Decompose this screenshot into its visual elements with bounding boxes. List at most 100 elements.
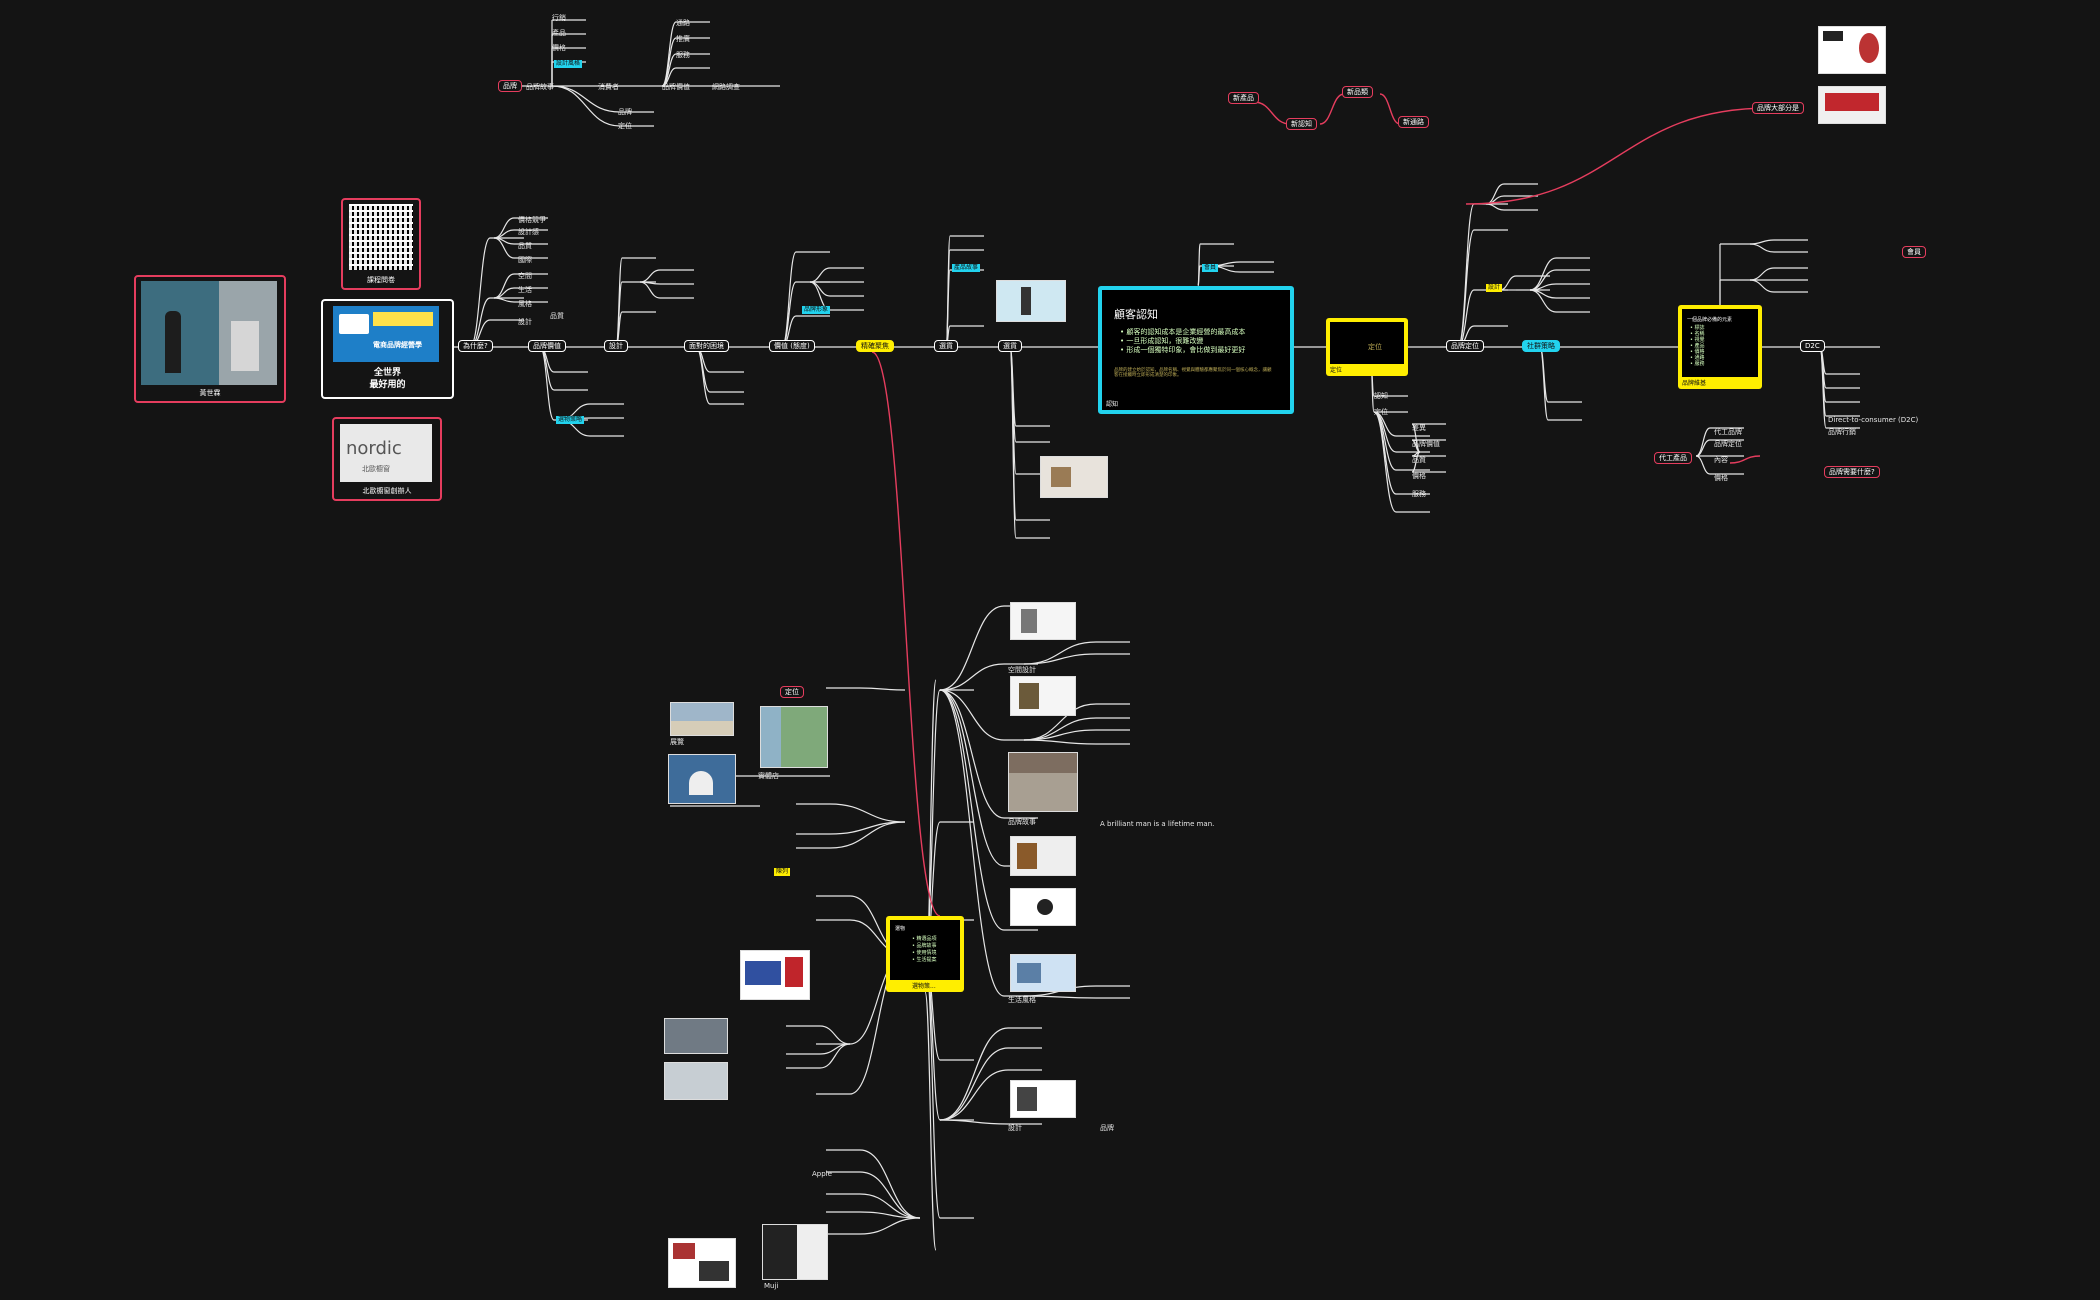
branch-line	[639, 269, 661, 283]
node-why[interactable]: 為什麼?	[458, 340, 493, 352]
branch-line	[1253, 101, 1291, 125]
book-banner-text: 電商品牌經營學	[373, 341, 422, 349]
branch-line	[1529, 257, 1557, 291]
branch-line	[1485, 183, 1505, 205]
wiki-line: 一個品牌必備的元素	[1687, 317, 1733, 323]
branch-line	[939, 1069, 1009, 1121]
tag-design[interactable]: 設計	[1486, 284, 1503, 292]
label: 價格	[1714, 474, 1728, 482]
speaker-caption: 黃世霖	[199, 389, 221, 397]
node-pos[interactable]: 品牌定位	[1446, 340, 1484, 352]
wiki-line: • 通路	[1690, 355, 1705, 361]
tag-member[interactable]: 會員	[1202, 264, 1219, 272]
branch-line	[1695, 427, 1711, 457]
positioning-box[interactable]: 定位 定位	[1326, 318, 1408, 376]
node-ecom[interactable]: 面對的困境	[684, 340, 729, 352]
branch-line	[809, 267, 831, 283]
label: 品牌故事	[1008, 818, 1036, 826]
tag-curation-strategy[interactable]: 選物策略	[556, 416, 585, 424]
label: 差異	[1412, 424, 1426, 432]
tag-display[interactable]: 陳列	[774, 868, 791, 876]
book-card[interactable]: 電商品牌經營學 全世界 最好用的	[321, 299, 454, 399]
rel-new-cognition[interactable]: 新認知	[1286, 118, 1317, 130]
speaker-photo	[141, 281, 277, 385]
branch-line	[551, 85, 621, 127]
branch-line	[859, 1217, 921, 1235]
photo-left-5	[664, 1062, 728, 1100]
photo-bottom-2	[1010, 676, 1076, 716]
branch-line	[939, 663, 1005, 691]
qr-caption: 課程問卷	[367, 276, 395, 284]
branch-line	[924, 954, 941, 1219]
rel-new-channel[interactable]: 新通路	[1398, 116, 1429, 128]
curation-line: • 使用情境	[912, 950, 937, 956]
branch-line	[1373, 411, 1397, 453]
label: 生活	[518, 286, 532, 294]
branch-line	[1373, 411, 1397, 513]
node-d2c[interactable]: D2C	[1800, 340, 1825, 352]
brand-wiki-box[interactable]: 一個品牌必備的元素 • 標誌 • 名稱 • 視覺 • 產品 • 價格 • 通路 …	[1678, 305, 1762, 389]
rel-top-left[interactable]: 品牌	[498, 80, 522, 92]
nordic-logo: nordic	[346, 438, 402, 459]
branch-line	[493, 297, 515, 303]
cognition-bullet: • 顧客的認知成本是企業經營的最高成本	[1120, 328, 1246, 336]
branch-line	[939, 689, 1005, 741]
branch-line	[1023, 995, 1097, 999]
rel-new-product[interactable]: 新產品	[1228, 92, 1259, 104]
branch-line	[1695, 455, 1711, 475]
label: 價格	[1412, 472, 1426, 480]
rel-bottom-tag[interactable]: 定位	[780, 686, 804, 698]
photo-bottom-7	[1010, 1080, 1076, 1118]
wiki-line: • 產品	[1690, 343, 1705, 349]
curation-box[interactable]: 選物 • 精選品項 • 品牌故事 • 使用情境 • 生活提案 選物策...	[886, 916, 964, 992]
node-shop[interactable]: 選貨	[934, 340, 958, 352]
branch-line	[809, 281, 831, 297]
branch-line	[829, 821, 906, 849]
label: 網路調查	[712, 83, 740, 91]
rel-craft[interactable]: 代工產品	[1654, 452, 1692, 464]
customer-cognition-card[interactable]: 顧客認知 • 顧客的認知成本是企業經營的最高成本 • 一旦形成認知，很難改變 •…	[1098, 286, 1294, 414]
node-curation[interactable]: 選貨	[998, 340, 1022, 352]
branch-line	[924, 991, 937, 1251]
label: 價格競爭	[518, 216, 546, 224]
tag-design-style[interactable]: 設計風格	[554, 60, 583, 68]
branch-line	[661, 37, 677, 87]
node-social[interactable]: 社群策略	[1522, 340, 1560, 352]
tag-product-story[interactable]: 產品故事	[952, 264, 981, 272]
rel-question[interactable]: 品牌需要什麼?	[1824, 466, 1880, 478]
label: Muji	[764, 1282, 779, 1290]
node-brand[interactable]: 品牌價值	[528, 340, 566, 352]
photo-left-4	[664, 1018, 728, 1054]
photo-top-right-2	[1818, 86, 1886, 124]
tag-brand-image[interactable]: 品牌形象	[802, 306, 831, 314]
branch-line	[493, 237, 515, 259]
nordic-logo-box: nordic 北歐櫥窗	[340, 424, 432, 482]
rel-new-category[interactable]: 新品類	[1342, 86, 1373, 98]
label: Direct-to-consumer (D2C)	[1828, 416, 1919, 424]
label: 品牌	[618, 108, 632, 116]
nordic-sub: 北歐櫥窗	[362, 465, 390, 473]
customer-cognition-title: 顧客認知	[1114, 308, 1158, 321]
rel-partner[interactable]: 品牌大部分是	[1752, 102, 1804, 114]
cognition-footer: 認知	[1106, 401, 1119, 408]
qr-code-finder	[349, 204, 413, 270]
branch-line	[1023, 641, 1097, 665]
node-design[interactable]: 設計	[604, 340, 628, 352]
node-culture[interactable]: 價值 (態度)	[769, 340, 815, 352]
rel-member[interactable]: 會員	[1902, 246, 1926, 258]
branch-line	[871, 351, 941, 917]
label: 品牌故事	[526, 83, 554, 91]
nordic-card[interactable]: nordic 北歐櫥窗 北歐櫥窗創辦人	[332, 417, 442, 501]
node-focus[interactable]: 精確聚焦	[856, 340, 894, 352]
branch-line	[1023, 739, 1097, 745]
photo-showroom	[1040, 456, 1108, 498]
branch-line	[819, 1043, 851, 1069]
qr-card[interactable]: 課程問卷	[341, 198, 421, 290]
curation-line: • 精選品項	[912, 936, 937, 942]
label: 展覽	[670, 738, 684, 746]
photo-bottom-1	[1010, 602, 1076, 640]
speaker-photo-card[interactable]: 黃世霖	[134, 275, 286, 403]
branch-line	[859, 1171, 921, 1219]
photo-bottom-left	[668, 1238, 736, 1288]
book-title-2: 最好用的	[369, 380, 406, 390]
